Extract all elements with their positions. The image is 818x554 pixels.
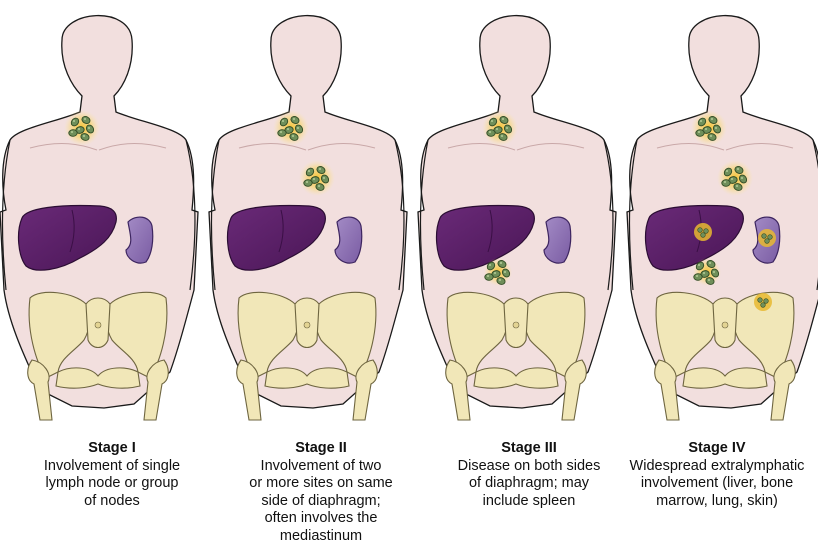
arm-outline xyxy=(419,139,614,291)
stage-3-title: Stage III xyxy=(501,440,557,456)
mediastinal-lymph-nodes xyxy=(717,160,753,196)
pelvis-left-ilium xyxy=(446,291,509,379)
spleen xyxy=(543,216,572,264)
left-femur xyxy=(236,359,262,421)
stage-1-description: Involvement of single lymph node or grou… xyxy=(43,457,181,509)
liver xyxy=(17,204,117,271)
sacral-foramen xyxy=(512,321,520,329)
stage-4-title: Stage IV xyxy=(688,440,746,456)
collarbone xyxy=(656,143,794,151)
pelvis-right-ilium xyxy=(732,291,795,379)
liver xyxy=(644,204,744,271)
stage-4-description: Widespread extralymphatic involvement (l… xyxy=(629,457,805,509)
liver xyxy=(226,204,326,271)
sacral-foramen xyxy=(303,321,311,329)
pelvis-left-ilium xyxy=(28,291,91,379)
stage-2-torso xyxy=(208,14,408,421)
stage-3-description: Disease on both sides of diaphragm; may … xyxy=(457,457,601,509)
stage-1-title: Stage I xyxy=(88,440,136,456)
right-femur xyxy=(352,359,378,421)
neck-lymph-nodes xyxy=(482,110,518,146)
spleen xyxy=(334,216,363,264)
collarbone xyxy=(238,143,376,151)
stage-1-caption: Stage I Involvement of single lymph node… xyxy=(10,440,214,510)
neck-lymph-nodes xyxy=(691,110,727,146)
sacral-foramen xyxy=(721,321,729,329)
stage-4-caption: Stage IV Widespread extralymphatic invol… xyxy=(615,440,818,510)
collarbone xyxy=(29,143,167,151)
spleen xyxy=(125,216,154,264)
pubic-bone xyxy=(473,367,559,389)
pelvis-left-ilium xyxy=(237,291,300,379)
arm-outline xyxy=(210,139,405,291)
spleen-lesion xyxy=(758,229,776,247)
left-femur xyxy=(27,359,53,421)
collarbone xyxy=(447,143,585,151)
stage-2-caption: Stage II Involvement of two or more site… xyxy=(219,440,423,545)
pelvis-right-ilium xyxy=(314,291,377,379)
abdominal-lymph-nodes xyxy=(484,258,512,286)
liver-lobe-line xyxy=(278,209,284,253)
right-femur xyxy=(561,359,587,421)
neck-lymph-nodes xyxy=(64,110,100,146)
pubic-bone xyxy=(55,367,141,389)
right-femur xyxy=(770,359,796,421)
stage-2-description: Involvement of two or more sites on same… xyxy=(249,457,393,544)
pubic-bone xyxy=(682,367,768,389)
stage-1-torso xyxy=(0,14,199,421)
neck-lymph-nodes xyxy=(273,110,309,146)
right-femur xyxy=(143,359,169,421)
sacral-foramen xyxy=(94,321,102,329)
liver-lobe-line xyxy=(487,209,493,253)
stage-3-caption: Stage III Disease on both sides of diaph… xyxy=(427,440,631,510)
stage-3-torso xyxy=(417,14,617,421)
left-femur xyxy=(654,359,680,421)
pelvis-left-ilium xyxy=(655,291,718,379)
abdominal-lymph-nodes xyxy=(693,258,721,286)
liver-lobe-line xyxy=(69,209,75,253)
lymphoma-staging-figure xyxy=(0,14,818,421)
arm-outline xyxy=(1,139,196,291)
stage-2-title: Stage II xyxy=(295,440,347,456)
stage-4-torso xyxy=(626,14,818,421)
mediastinal-lymph-nodes xyxy=(299,160,335,196)
liver xyxy=(435,204,535,271)
arm-outline xyxy=(628,139,818,291)
pelvis-right-ilium xyxy=(105,291,168,379)
left-femur xyxy=(445,359,471,421)
pelvis-right-ilium xyxy=(523,291,586,379)
pelvic-lesion xyxy=(754,293,772,311)
liver-lesion xyxy=(694,223,712,241)
pubic-bone xyxy=(264,367,350,389)
